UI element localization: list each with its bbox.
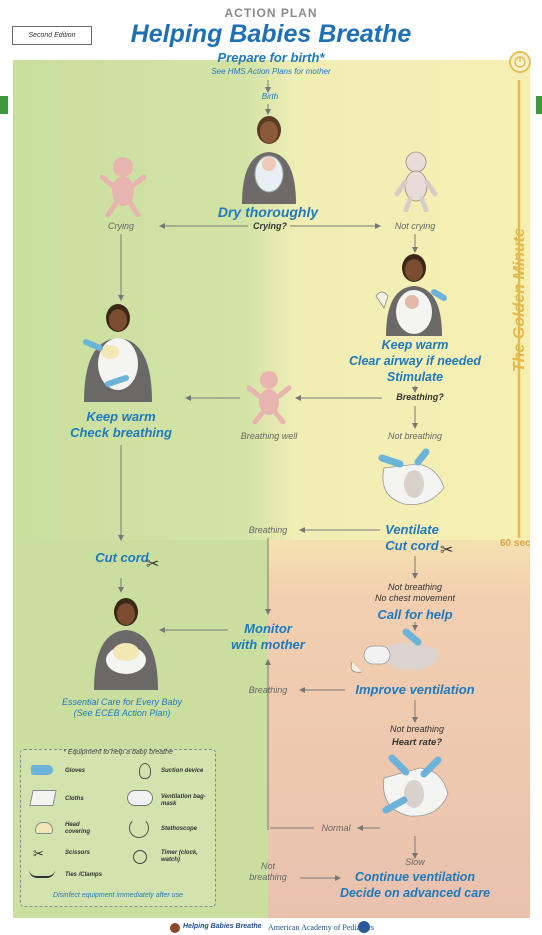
breathing-question: Breathing?: [396, 392, 444, 402]
edition-label: Second Edition: [12, 26, 92, 45]
check-breathing-illustration: [83, 304, 152, 402]
not-breathing-label-4b: breathing: [249, 872, 287, 882]
not-crying-label: Not crying: [394, 221, 436, 231]
equipment-label-ties: Ties /Clamps: [65, 872, 102, 878]
monitor-step-1: Monitor: [244, 621, 292, 636]
gloves-icon: [31, 765, 53, 775]
limp-baby-illustration: [394, 151, 438, 212]
footer: [0, 920, 542, 935]
equipment-title: * Equipment to help a baby breathe: [63, 749, 173, 756]
cloths-icon: [29, 790, 57, 806]
prepare-step: Prepare for birth*: [217, 50, 325, 65]
keep-warm-right-1: Keep warm: [381, 338, 449, 352]
essential-care-1: Essential Care for Every Baby: [61, 697, 183, 707]
ventilate-step-2: Cut cord: [385, 538, 439, 553]
monitor-step-2: with mother: [231, 637, 305, 652]
stimulate-illustration: [375, 254, 447, 336]
continue-ventilation-2: Decide on advanced care: [339, 886, 491, 900]
heart-rate-question: Heart rate?: [391, 737, 443, 748]
breathing-well-label: Breathing well: [240, 431, 298, 441]
heart-rate-illustration: [382, 754, 449, 817]
footer-brand: Helping Babies Breathe: [183, 923, 262, 930]
hbb-logo-icon: [170, 923, 180, 933]
keep-warm-left-2: Check breathing: [70, 425, 172, 440]
mother-baby-illustration: [242, 116, 296, 204]
crying-baby-illustration: [100, 157, 146, 217]
equipment-panel: * Equipment to help a baby breathe Glove…: [20, 749, 216, 907]
not-breathing-label-1: Not breathing: [387, 431, 443, 441]
equipment-label-stethoscope: Stethoscope: [161, 826, 198, 832]
improve-ventilation-step: Improve ventilation: [355, 682, 475, 697]
improve-ventilation-illustration: [350, 628, 439, 673]
plan-label: ACTION PLAN: [224, 6, 318, 20]
equipment-label-timer: Timer (clock, watch): [161, 850, 198, 863]
breathing-label-2: Breathing: [248, 685, 288, 695]
bag-mask-icon: [127, 790, 153, 806]
breathing-baby-illustration: [246, 371, 292, 424]
breathing-label-1: Breathing: [248, 525, 288, 535]
scissors-icon-left: ✂: [146, 556, 160, 573]
timer-icon: [133, 850, 147, 864]
essential-care-2: (See ECEB Action Plan): [73, 708, 171, 718]
footer-org: American Academy of Pediatrics: [268, 923, 374, 932]
slow-label: Slow: [405, 857, 425, 867]
equipment-label-cloths: Cloths: [65, 796, 84, 802]
not-breathing-label-3: Not breathing: [389, 724, 445, 734]
aap-seal-icon: [358, 921, 370, 933]
stethoscope-icon: [129, 818, 149, 838]
suction-device-icon: [139, 763, 151, 779]
equipment-label-suction: Suction device: [161, 768, 204, 774]
head-covering-icon: [35, 822, 53, 834]
call-for-help-step: Call for help: [377, 607, 453, 622]
equipment-label-scissors: Scissors: [65, 850, 91, 856]
crying-question: Crying?: [252, 221, 287, 231]
keep-warm-right-2: Clear airway if needed: [348, 354, 481, 368]
ties-icon: [29, 870, 55, 878]
equipment-label-bag-mask: Ventilation bag-mask: [161, 794, 206, 807]
keep-warm-left-1: Keep warm: [86, 409, 156, 424]
dry-step: Dry thoroughly: [217, 204, 319, 220]
equipment-footer: Disinfect equipment immediately after us…: [53, 892, 183, 899]
cut-cord-left: Cut cord: [95, 550, 149, 565]
crying-label: Crying: [107, 221, 134, 231]
not-breathing-label-4a: Not: [260, 861, 275, 871]
no-chest-movement: No chest movement: [374, 593, 456, 603]
ventilate-step-1: Ventilate: [385, 522, 439, 537]
normal-label: Normal: [321, 823, 351, 833]
equipment-label-head-covering: Head covering: [65, 822, 91, 835]
keep-warm-right-3: Stimulate: [386, 370, 444, 384]
not-breathing-label-2: Not breathing: [387, 582, 443, 592]
ventilate-illustration: [378, 448, 445, 506]
birth-label: Birth: [261, 92, 279, 101]
page-title: Helping Babies Breathe: [130, 20, 412, 48]
continue-ventilation-1: Continue ventilation: [354, 870, 476, 884]
equipment-label-gloves: Gloves: [65, 768, 86, 774]
prepare-sub: See HMS Action Plans for mother: [211, 67, 331, 76]
timer-label: 60 sec: [500, 538, 531, 549]
scissors-icon: ✂: [33, 846, 44, 861]
monitor-mother-illustration: [94, 598, 158, 690]
scissors-icon-right: ✂: [440, 542, 454, 559]
